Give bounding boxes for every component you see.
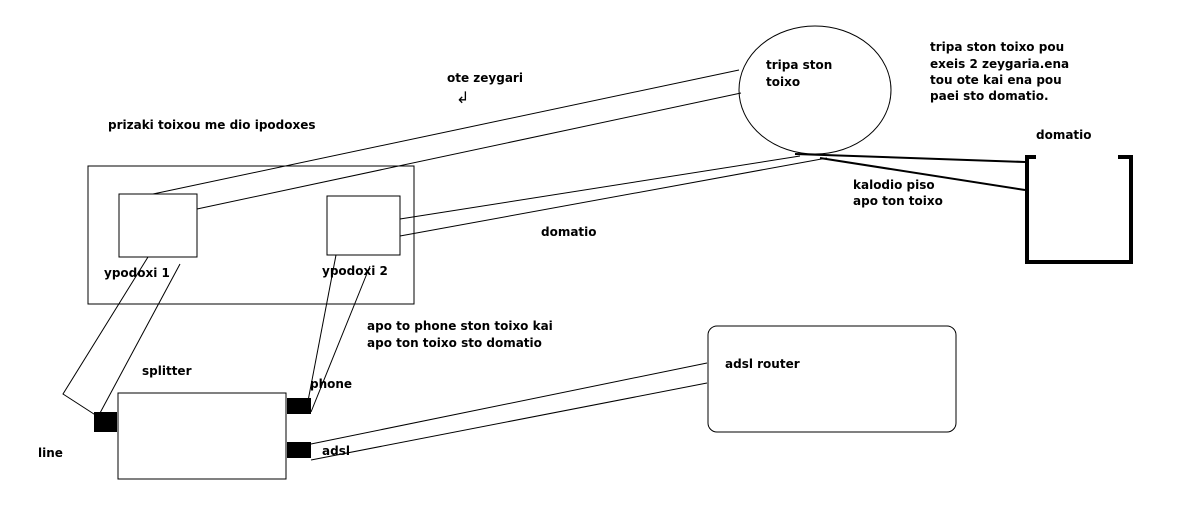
room-label: domatio: [1036, 128, 1092, 142]
socket-2-box: [326, 195, 401, 256]
socket-2-label: ypodoxi 2: [322, 264, 388, 278]
behind-wall-wire-b: [819, 157, 1026, 191]
phone-route-label-2: apo ton toixo sto domatio: [367, 336, 542, 350]
phone-port-label: phone: [310, 377, 352, 391]
adsl-router-label: adsl router: [725, 357, 800, 371]
socket-1-label: ypodoxi 1: [104, 266, 170, 280]
ote-pair-label: ote zeygari: [447, 71, 523, 85]
adsl-port: [287, 442, 311, 458]
note-line-1: tripa ston toixo pou: [930, 40, 1064, 54]
adsl-port-label: adsl: [322, 444, 350, 458]
room-cable-label: domatio: [541, 225, 597, 239]
wall-hole-label-2: toixo: [766, 75, 800, 89]
line-port-label: line: [38, 446, 63, 460]
wall-hole-ellipse: [738, 25, 892, 155]
note-line-3: tou ote kai ena pou: [930, 73, 1062, 87]
adsl-router-box: [707, 325, 957, 433]
ote-pair-wire-b: [196, 92, 742, 210]
ote-pair-wire-a: [152, 69, 740, 195]
note-line-2: exeis 2 zeygaria.ena: [930, 57, 1069, 71]
adsl-cable-b: [310, 382, 708, 461]
note-line-4: paei sto domatio.: [930, 89, 1049, 103]
phone-port: [287, 398, 311, 414]
room-pair-wire-b: [399, 157, 828, 237]
phone-route-label-1: apo to phone ston toixo kai: [367, 319, 553, 333]
line-cable-b: [99, 263, 181, 414]
room-pair-wire-a: [399, 155, 801, 220]
phone-cable-a: [307, 254, 337, 402]
ote-pair-arrow: ↲: [456, 88, 469, 107]
socket-1-box: [118, 193, 198, 258]
wall-hole-label-1: tripa ston: [766, 58, 832, 72]
phone-cable-b: [310, 265, 371, 413]
wall-socket-label: prizaki toixou me dio ipodoxes: [108, 118, 316, 132]
behind-wall-wire-a: [794, 153, 1026, 163]
splitter-label: splitter: [142, 364, 192, 378]
room-bracket: [1025, 155, 1133, 264]
splitter-box: [117, 392, 287, 480]
line-port: [94, 412, 117, 432]
line-cable-a: [62, 256, 149, 417]
adsl-cable-a: [310, 362, 708, 445]
behind-wall-label-2: apo ton toixo: [853, 194, 943, 208]
behind-wall-label-1: kalodio piso: [853, 178, 935, 192]
